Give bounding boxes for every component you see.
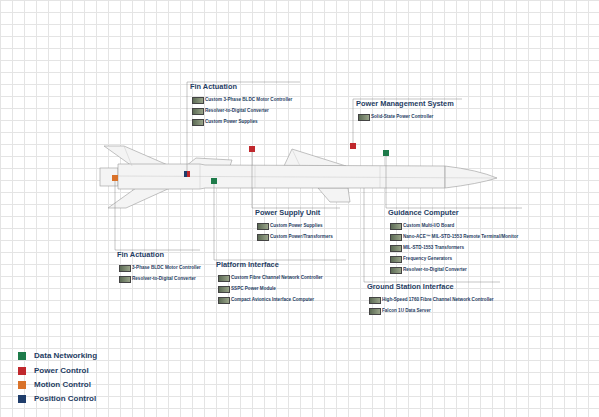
callout-group: Guidance ComputerCustom Multi-I/O BoardN… [388, 207, 518, 275]
callout-group: Platform InterfaceCustom Fibre Channel N… [216, 259, 323, 305]
callout-group: Fin Actuation3-Phase BLDC Motor Controll… [117, 249, 201, 284]
group-heading: Guidance Computer [388, 207, 518, 219]
group-heading: Power Management System [356, 98, 454, 110]
component-label: Frequency Generators [388, 253, 518, 264]
legend-label: Power Control [34, 366, 89, 376]
component-label: MIL-STD-1553 Transformers [388, 242, 518, 253]
group-heading: Power Supply Unit [255, 207, 333, 219]
component-label: Custom Multi-I/O Board [388, 220, 518, 231]
legend-swatch [18, 367, 26, 375]
callout-group: Power Management SystemSolid-State Power… [356, 98, 454, 122]
component-label: Nano-ACE™ MIL-STD-1553 Remote Terminal/M… [388, 231, 518, 242]
component-label: Custom 3-Phase BLDC Motor Controller [190, 94, 292, 105]
component-label: SSPC Power Module [216, 283, 323, 294]
group-heading: Platform Interface [216, 259, 323, 271]
component-label: Custom Power/Transformers [255, 231, 333, 242]
legend-label: Position Control [34, 394, 96, 404]
component-label: Compact Avionics Interface Computer [216, 294, 323, 305]
legend-label: Motion Control [34, 380, 91, 390]
legend-swatch [18, 381, 26, 389]
component-label: Resolver-to-Digital Converter [117, 273, 201, 284]
component-label: 3-Phase BLDC Motor Controller [117, 262, 201, 273]
component-label: Custom Power Supplies [190, 116, 292, 127]
callout-group: Fin ActuationCustom 3-Phase BLDC Motor C… [190, 81, 292, 127]
component-label: High-Speed 1760 Fibre Channel Network Co… [367, 294, 494, 305]
component-label: Falcon 1U Data Server [367, 305, 494, 316]
component-label: Resolver-to-Digital Converter [190, 105, 292, 116]
callout-group: Power Supply UnitCustom Power SuppliesCu… [255, 207, 333, 242]
legend-swatch [18, 352, 26, 360]
group-heading: Fin Actuation [117, 249, 201, 261]
component-label: Custom Fibre Channel Network Controller [216, 272, 323, 283]
callout-group: Ground Station InterfaceHigh-Speed 1760 … [367, 281, 494, 316]
component-label: Solid-State Power Controller [356, 111, 454, 122]
legend-swatch [18, 395, 26, 403]
component-label: Resolver-to-Digital Converter [388, 264, 518, 275]
legend-label: Data Networking [34, 351, 97, 361]
group-heading: Ground Station Interface [367, 281, 494, 293]
component-label: Custom Power Supplies [255, 220, 333, 231]
group-heading: Fin Actuation [190, 81, 292, 93]
